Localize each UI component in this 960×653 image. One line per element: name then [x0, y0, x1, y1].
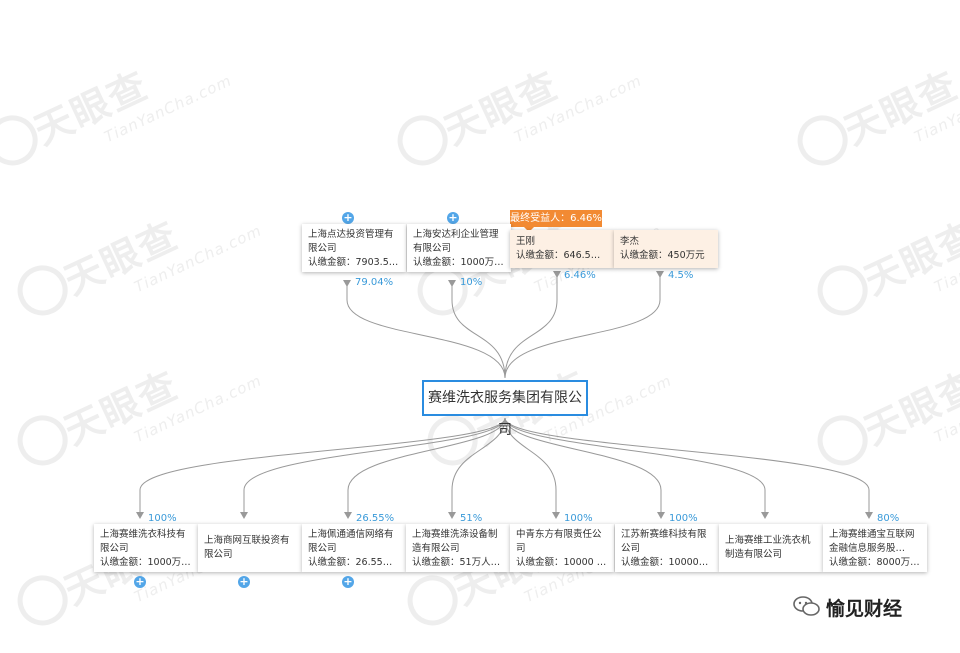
center-company-node[interactable]: 赛维洗衣服务集团有限公司 [422, 380, 588, 438]
investment-node[interactable]: 上海赛维洗衣科技有限公司 认缴金额：1000万… [94, 524, 198, 572]
node-name: 上海点达投资管理有限公司 [308, 229, 394, 254]
node-capital: 认缴金额：646.5… [516, 250, 601, 261]
investment-node[interactable]: 上海赛维洗涤设备制造有限公司 认缴金额：51万人… [406, 524, 510, 572]
edge-investment-8 [504, 417, 870, 512]
node-name: 中青东方有限责任公司 [516, 529, 602, 554]
edge-investment-6 [504, 417, 662, 512]
node-name: 上海佩通通信网络有限公司 [308, 529, 394, 554]
shareholding-percent: 4.5% [668, 270, 694, 281]
investment-percent: 80% [877, 513, 900, 524]
edge-shareholder-4 [504, 275, 661, 379]
expand-plus-icon[interactable]: + [134, 575, 146, 588]
node-name: 上海安达利企业管理有限公司 [413, 229, 499, 254]
shareholder-node[interactable]: 上海点达投资管理有限公司 认缴金额：7903.5… [302, 224, 406, 272]
node-capital: 认缴金额：1000万… [413, 257, 504, 268]
edge-shareholder-2 [451, 280, 506, 379]
footer-brand: 愉见财经 [826, 598, 903, 620]
edge-investment-3 [347, 417, 506, 512]
edge-investment-7 [504, 417, 766, 512]
expand-plus-icon[interactable]: + [342, 211, 354, 224]
arrow-head [761, 512, 769, 519]
expand-plus-icon[interactable]: + [447, 211, 459, 224]
arrow-head [344, 512, 352, 519]
arrow-head [448, 512, 456, 519]
arrow-head [552, 512, 560, 519]
node-name: 上海赛维工业洗衣机制造有限公司 [725, 535, 811, 560]
node-capital: 认缴金额：10000 … [516, 557, 607, 568]
expand-plus-icon[interactable]: + [342, 575, 354, 588]
investment-node[interactable]: 上海赛维通宝互联网金融信息服务股… 认缴金额：8000万… [823, 524, 927, 572]
investment-percent: 26.55% [356, 513, 395, 524]
investment-node[interactable]: 上海赛维工业洗衣机制造有限公司 [719, 524, 823, 572]
arrow-head [657, 512, 665, 519]
edge-investment-4 [451, 417, 506, 512]
shareholding-percent: 79.04% [355, 277, 394, 288]
arrow-head [553, 271, 561, 278]
node-name: 上海赛维洗衣科技有限公司 [100, 529, 186, 554]
investment-percent: 51% [460, 513, 483, 524]
node-capital: 认缴金额：10000… [621, 557, 709, 568]
node-name: 王刚 [516, 236, 536, 247]
investment-node[interactable]: 上海佩通通信网络有限公司 认缴金额：26.55… [302, 524, 406, 572]
shareholding-percent: 6.46% [564, 270, 596, 281]
node-capital: 认缴金额：26.55… [308, 557, 393, 568]
arrow-head [136, 512, 144, 519]
edge-investment-5 [504, 417, 557, 512]
investment-percent: 100% [669, 513, 698, 524]
node-capital: 认缴金额：8000万… [829, 557, 920, 568]
investment-node[interactable]: 中青东方有限责任公司 认缴金额：10000 … [510, 524, 614, 572]
arrow-head [656, 271, 664, 278]
ultimate-beneficiary-badge: 最终受益人：6.46% [510, 210, 602, 232]
node-capital: 认缴金额：450万元 [620, 250, 705, 261]
node-capital: 认缴金额：7903.5… [308, 257, 399, 268]
shareholder-node[interactable]: 上海安达利企业管理有限公司 认缴金额：1000万… [407, 224, 511, 272]
node-name: 上海赛维洗涤设备制造有限公司 [412, 529, 498, 554]
investment-percent: 100% [564, 513, 593, 524]
shareholder-node-person[interactable]: 李杰 认缴金额：450万元 [614, 230, 718, 268]
node-name: 李杰 [620, 236, 640, 247]
wechat-icon [793, 596, 820, 616]
node-name: 上海赛维通宝互联网金融信息服务股… [829, 529, 915, 554]
expand-plus-icon[interactable]: + [238, 575, 250, 588]
node-capital: 认缴金额：1000万… [100, 557, 191, 568]
node-capital: 认缴金额：51万人… [412, 557, 501, 568]
edge-shareholder-1 [346, 280, 506, 379]
arrow-head [343, 280, 351, 287]
shareholder-node-person[interactable]: 王刚 认缴金额：646.5… [510, 230, 614, 268]
edge-investment-1 [139, 417, 506, 512]
arrow-head [448, 280, 456, 287]
arrow-head [240, 512, 248, 519]
investment-node[interactable]: 江苏新赛维科技有限公司 认缴金额：10000… [615, 524, 719, 572]
arrow-head [865, 512, 873, 519]
node-name: 上海商网互联投资有限公司 [204, 535, 290, 560]
node-name: 江苏新赛维科技有限公司 [621, 529, 707, 554]
shareholding-percent: 10% [460, 277, 483, 288]
edge-investment-2 [243, 417, 506, 512]
investment-node[interactable]: 上海商网互联投资有限公司 [198, 524, 302, 572]
investment-percent: 100% [148, 513, 177, 524]
edge-shareholder-3 [504, 275, 558, 379]
